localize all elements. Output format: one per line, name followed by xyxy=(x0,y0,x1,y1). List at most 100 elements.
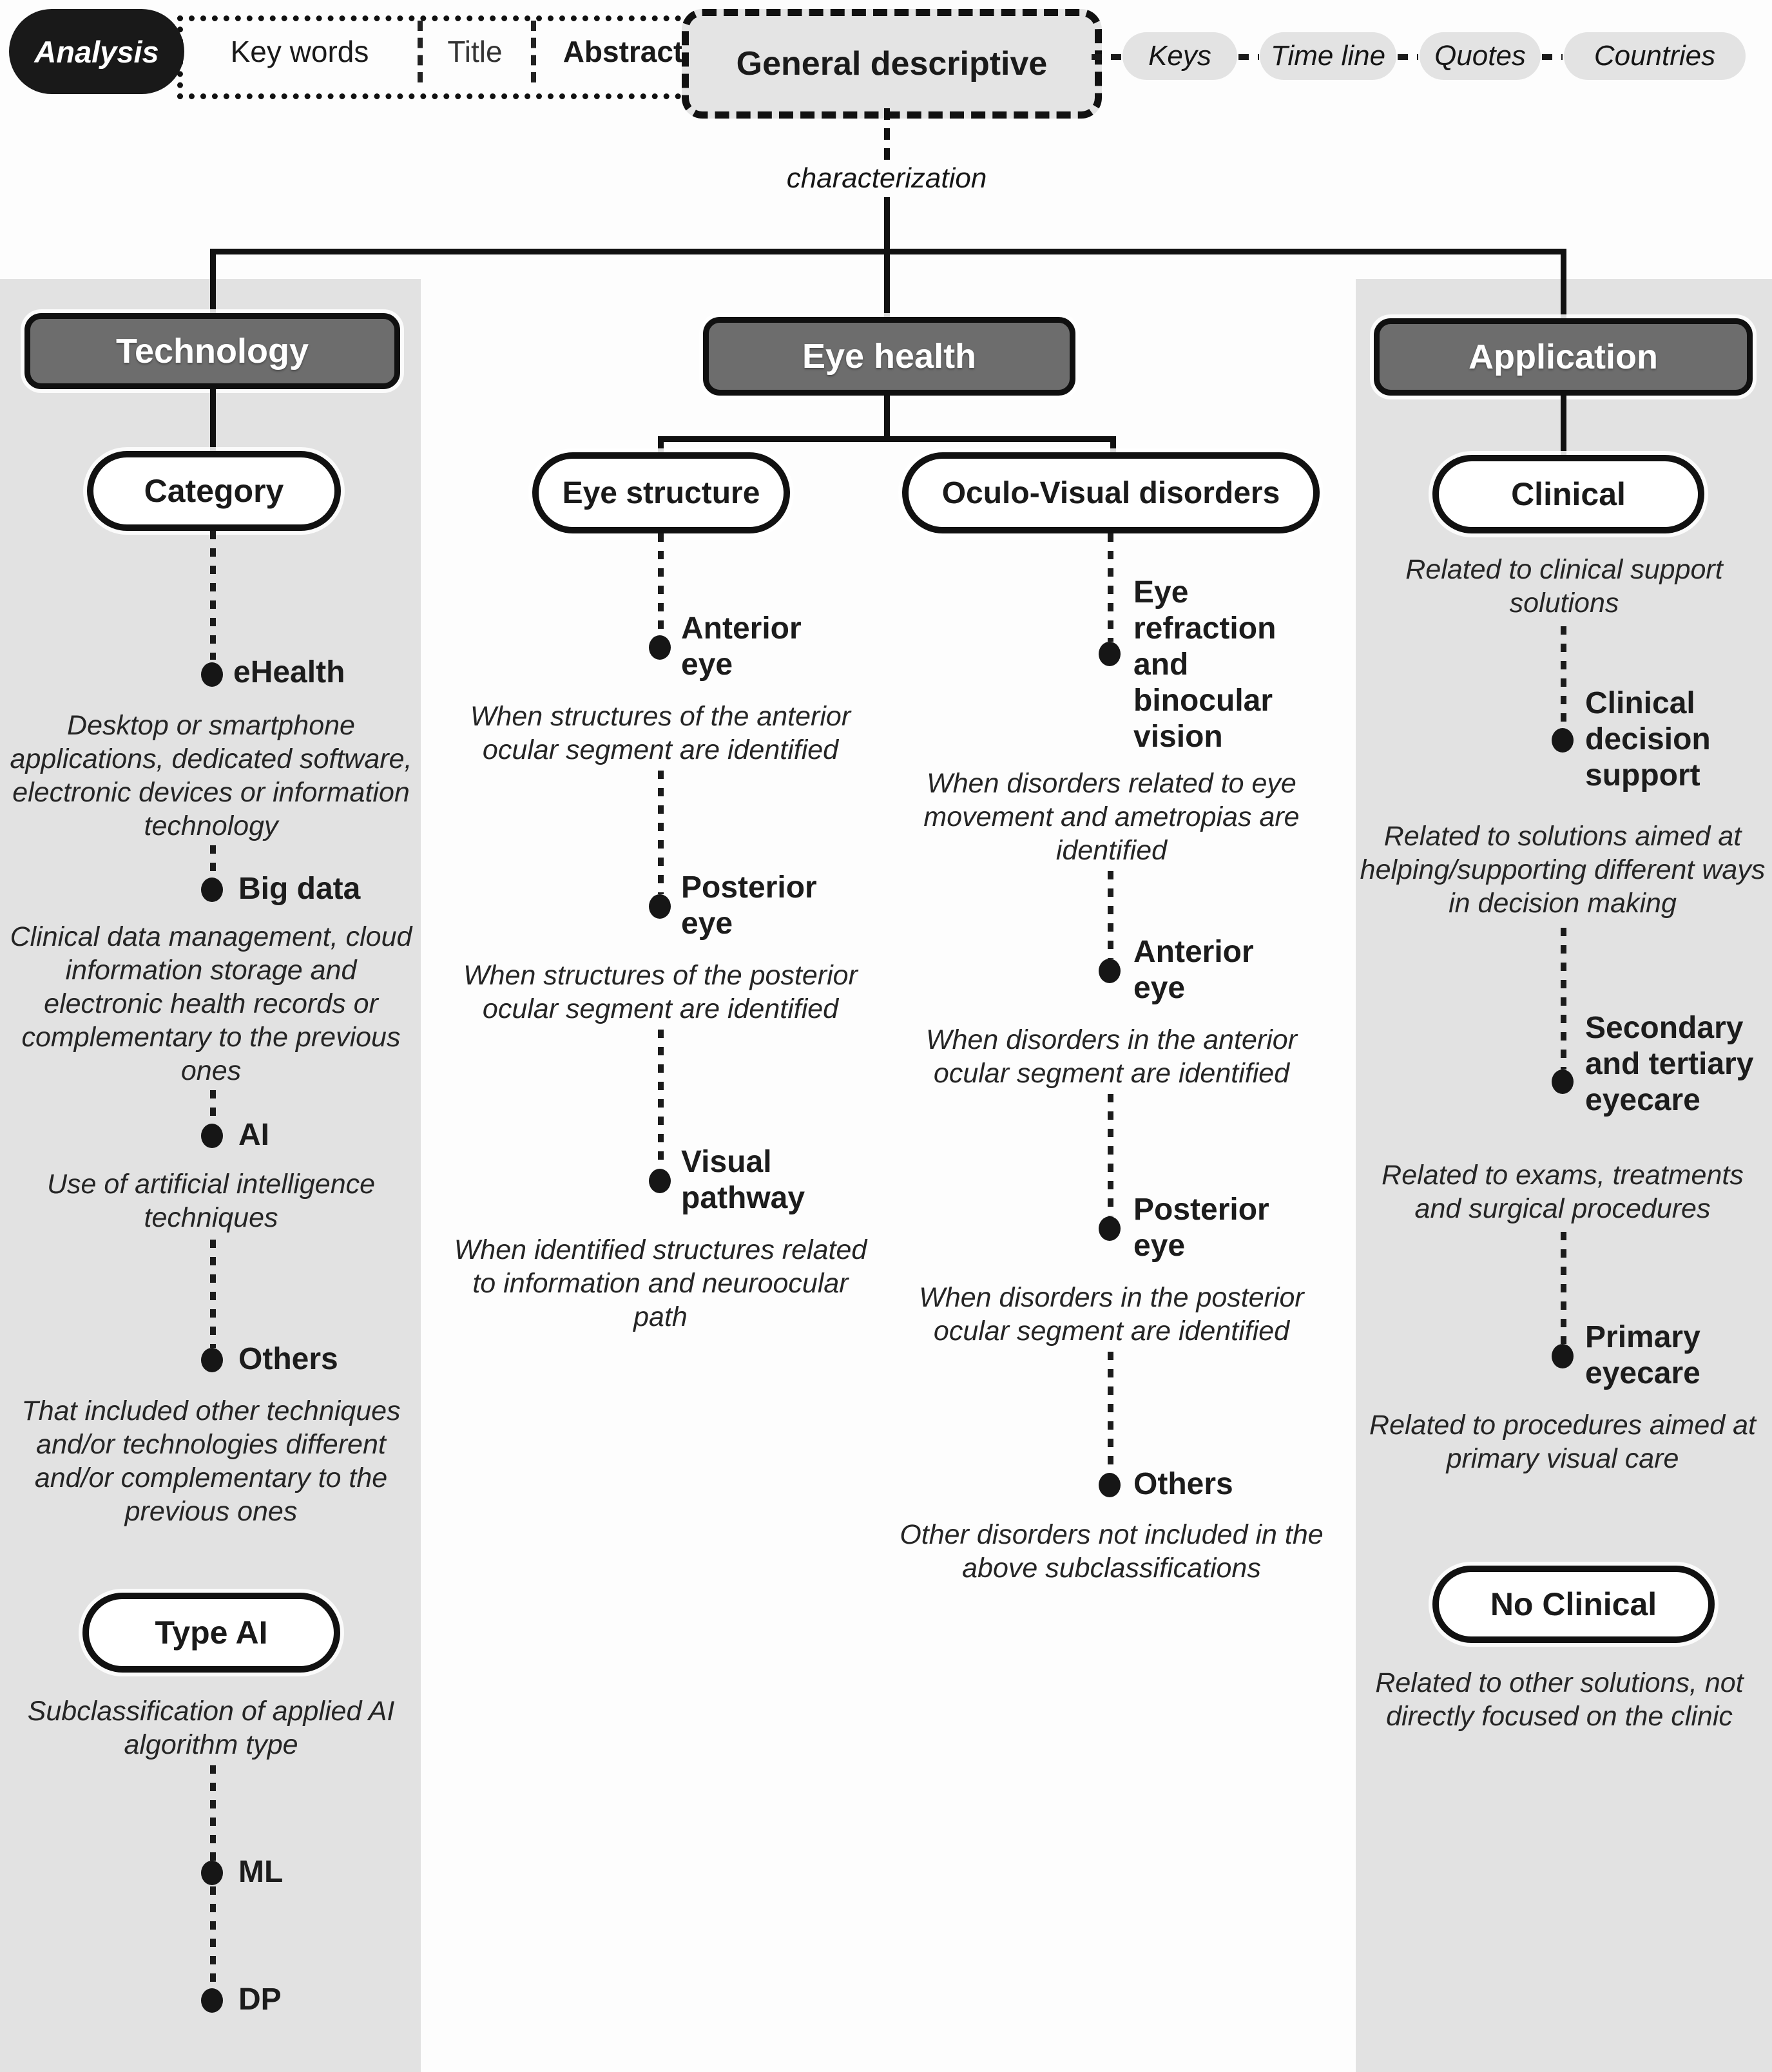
eye-health-trunk xyxy=(884,396,890,436)
drop-eye-health xyxy=(884,249,890,317)
label-others-d: Others xyxy=(1133,1467,1233,1501)
bullet-others-tech xyxy=(201,1348,223,1372)
label-posterior-eye-s: Posterior eye xyxy=(681,870,817,941)
desc-posterior-eye-d: When disorders in the posterior ocular s… xyxy=(919,1282,1304,1347)
connector-posterior-eye-d xyxy=(1108,1094,1113,1216)
connector-primary-eyecare xyxy=(1561,1232,1566,1344)
bullet-primary-eyecare xyxy=(1552,1344,1574,1368)
connector-others-tech xyxy=(210,1240,216,1348)
oculo-visual-pill: Oculo-Visual disorders xyxy=(902,452,1320,533)
bullet-anterior-eye-d xyxy=(1099,959,1121,983)
field-title: Title xyxy=(447,35,503,68)
desc-clinical: Related to clinical support solutions xyxy=(1405,554,1723,619)
tag-timeline: Time line xyxy=(1260,32,1396,80)
label-ml: ML xyxy=(238,1855,284,1889)
application-header: Application xyxy=(1374,318,1753,396)
label-bigdata: Big data xyxy=(238,872,361,906)
field-abstract: Abstract xyxy=(563,35,684,68)
connector-bigdata xyxy=(210,845,216,878)
desc-bigdata: Clinical data management, cloud informat… xyxy=(10,921,412,1086)
connector-posterior-eye-s xyxy=(658,771,664,894)
tag-connector-2 xyxy=(1398,54,1418,60)
bullet-posterior-eye-d xyxy=(1099,1216,1121,1241)
technology-category-link xyxy=(210,389,216,452)
desc-secondary-eyecare: Related to exams, treatments and surgica… xyxy=(1382,1160,1744,1224)
drop-eye-structure xyxy=(658,436,664,454)
label-anterior-eye-d: Anterior eye xyxy=(1133,935,1254,1005)
bullet-refraction xyxy=(1099,642,1121,666)
drop-application xyxy=(1561,249,1566,318)
application-clinical-link xyxy=(1561,396,1566,455)
bullet-secondary-eyecare xyxy=(1552,1070,1574,1094)
connector-anterior-eye-s xyxy=(658,533,664,635)
bullet-anterior-eye-s xyxy=(649,635,671,660)
application-panel-bg xyxy=(1356,279,1772,2072)
trunk-line xyxy=(884,197,890,253)
desc-type-ai: Subclassification of applied AI algorith… xyxy=(27,1696,395,1760)
connector-ai xyxy=(210,1090,216,1124)
connector-decision-support xyxy=(1561,626,1566,728)
label-posterior-eye-d: Posterior eye xyxy=(1133,1193,1269,1263)
field-separator-1 xyxy=(418,21,423,82)
analysis-label: Analysis xyxy=(34,34,159,69)
desc-decision-support: Related to solutions aimed at helping/su… xyxy=(1360,821,1766,919)
desc-others-d: Other disorders not included in the abov… xyxy=(900,1519,1324,1584)
label-visual-pathway: Visual pathway xyxy=(681,1145,805,1215)
label-ehealth: eHealth xyxy=(233,655,345,689)
bullet-ai xyxy=(201,1124,223,1148)
label-ai: AI xyxy=(238,1118,269,1152)
drop-technology xyxy=(210,249,216,314)
tag-connector-3 xyxy=(1542,54,1563,60)
analysis-badge: Analysis xyxy=(9,9,184,94)
label-primary-eyecare: Primary eyecare xyxy=(1585,1320,1700,1390)
tag-quotes: Quotes xyxy=(1420,32,1541,80)
characterization-label: characterization xyxy=(786,162,987,194)
no-clinical-pill: No Clinical xyxy=(1432,1566,1715,1643)
connector-dp xyxy=(210,1886,216,1988)
tag-connector-1 xyxy=(1238,54,1259,60)
drop-oculo-visual xyxy=(1110,436,1116,454)
connector-secondary-eyecare xyxy=(1561,928,1566,1070)
label-dp: DP xyxy=(238,1982,282,2017)
label-others-tech: Others xyxy=(238,1342,338,1376)
connector-ml xyxy=(210,1765,216,1861)
clinical-pill: Clinical xyxy=(1432,455,1704,533)
eye-structure-pill: Eye structure xyxy=(532,452,790,533)
eye-health-branch xyxy=(658,436,1116,442)
desc-anterior-eye-d: When disorders in the anterior ocular se… xyxy=(925,1024,1297,1089)
desc-ai: Use of artificial intelligence technique… xyxy=(46,1169,376,1233)
category-pill: Category xyxy=(87,451,341,531)
desc-no-clinical: Related to other solutions, not directly… xyxy=(1375,1667,1744,1732)
field-keywords: Key words xyxy=(230,35,369,68)
desc-refraction: When disorders related to eye movement a… xyxy=(923,768,1300,866)
connector-category-ehealth xyxy=(210,531,216,660)
bullet-decision-support xyxy=(1552,728,1574,753)
field-separator-2 xyxy=(531,21,536,82)
connector-visual-pathway xyxy=(658,1030,664,1169)
connector-anterior-eye-d xyxy=(1108,871,1113,959)
tag-connector-0 xyxy=(1092,54,1121,60)
label-anterior-eye-s: Anterior eye xyxy=(681,611,802,682)
desc-visual-pathway: When identified structures related to in… xyxy=(454,1234,867,1332)
bullet-bigdata xyxy=(201,878,223,902)
desc-anterior-eye-s: When structures of the anterior ocular s… xyxy=(470,701,851,765)
desc-primary-eyecare: Related to procedures aimed at primary v… xyxy=(1369,1410,1756,1474)
tag-countries: Countries xyxy=(1564,32,1746,80)
label-secondary-eyecare: Secondary and tertiary eyecare xyxy=(1585,1011,1754,1117)
desc-posterior-eye-s: When structures of the posterior ocular … xyxy=(463,960,858,1024)
desc-others-tech: That included other techniques and/or te… xyxy=(21,1396,401,1527)
connector-others-d xyxy=(1108,1352,1113,1473)
general-descriptive-box: General descriptive xyxy=(682,9,1102,119)
bullet-others-d xyxy=(1099,1473,1121,1497)
type-ai-pill: Type AI xyxy=(82,1593,340,1673)
bullet-ehealth xyxy=(201,662,223,687)
label-refraction: Eye refraction and binocular vision xyxy=(1133,575,1276,754)
desc-ehealth: Desktop or smartphone applications, dedi… xyxy=(10,710,412,841)
bullet-ml xyxy=(201,1861,223,1885)
bullet-dp xyxy=(201,1988,223,2013)
technology-header: Technology xyxy=(24,313,400,389)
eye-health-header: Eye health xyxy=(703,317,1075,396)
characterization-dashed-line xyxy=(884,108,890,160)
connector-refraction xyxy=(1108,533,1113,642)
